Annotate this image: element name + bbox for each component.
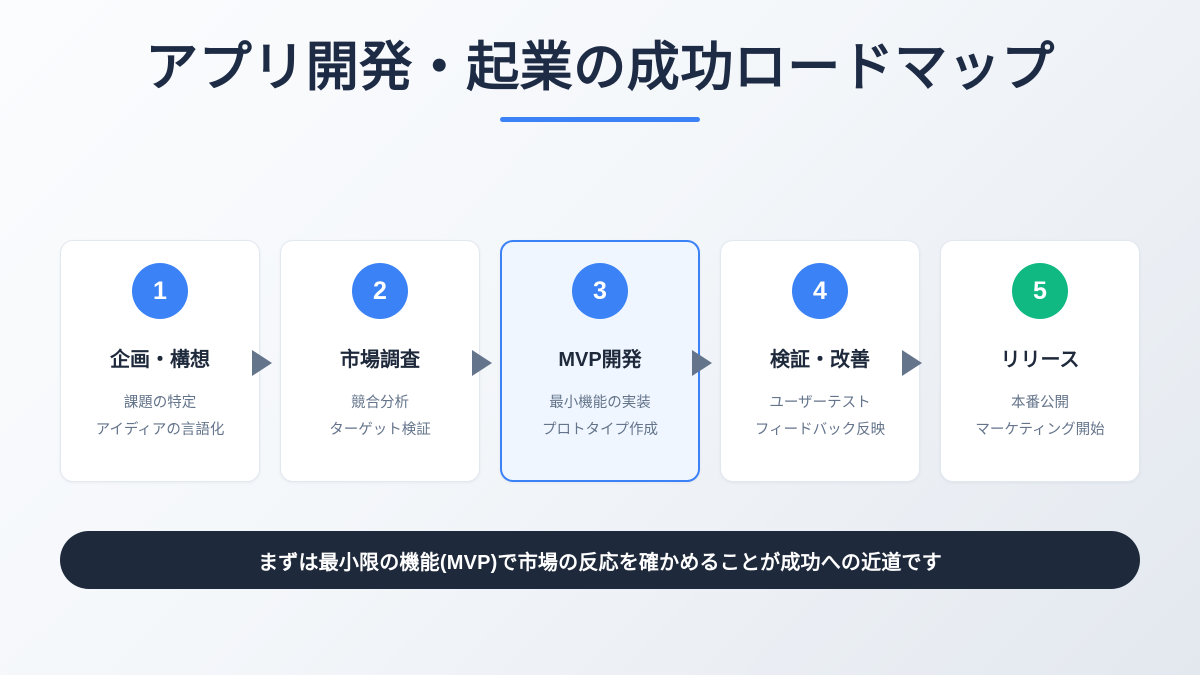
step-number-badge-3: 3 [572,263,628,319]
step-title-4: 検証・改善 [770,349,870,371]
triangle-right-icon [472,350,492,376]
step-detail-line: アイディアの言語化 [95,422,225,438]
step-detail-line: 課題の特定 [123,395,197,411]
step-detail-line: 本番公開 [1011,395,1069,411]
step-title-1: 企画・構想 [110,349,210,371]
step-detail-line: フィードバック反映 [754,422,886,438]
step-number-badge-2: 2 [352,263,408,319]
step-details-5: 本番公開 マーケティング開始 [975,390,1104,444]
step-number-badge-1: 1 [132,263,188,319]
step-detail-line: マーケティング開始 [975,422,1105,438]
step-detail-line: プロトタイプ作成 [542,422,658,438]
footer-message: まずは最小限の機能(MVP)で市場の反応を確かめることが成功への近道です [258,551,942,574]
step-title-2: 市場調査 [340,349,420,371]
title-underline-accent [500,117,700,123]
step-details-3: 最小機能の実装 プロトタイプ作成 [542,390,658,444]
step-card-5[interactable]: 5 リリース 本番公開 マーケティング開始 [940,240,1140,482]
step-title-3: MVP開発 [558,349,642,371]
step-details-2: 競合分析 ターゲット検証 [329,390,431,444]
triangle-right-icon [692,350,712,376]
footer-banner: まずは最小限の機能(MVP)で市場の反応を確かめることが成功への近道です [60,531,1140,589]
triangle-right-icon [902,350,922,376]
step-detail-line: 競合分析 [351,395,409,411]
step-card-1[interactable]: 1 企画・構想 課題の特定 アイディアの言語化 [60,240,260,482]
step-title-5: リリース [1000,349,1080,371]
title-block: アプリ開発・起業の成功ロードマップ [0,38,1200,123]
step-details-4: ユーザーテスト フィードバック反映 [755,390,885,444]
roadmap-steps-row: 1 企画・構想 課題の特定 アイディアの言語化 2 市場調査 競合分析 ターゲッ… [60,240,1140,482]
step-card-2[interactable]: 2 市場調査 競合分析 ターゲット検証 [280,240,480,482]
step-details-1: 課題の特定 アイディアの言語化 [96,390,225,444]
step-card-3[interactable]: 3 MVP開発 最小機能の実装 プロトタイプ作成 [500,240,700,482]
step-card-4[interactable]: 4 検証・改善 ユーザーテスト フィードバック反映 [720,240,920,482]
triangle-right-icon [252,350,272,376]
step-detail-line: ユーザーテスト [769,395,871,411]
step-number-badge-4: 4 [792,263,848,319]
step-number-badge-5: 5 [1012,263,1068,319]
step-detail-line: ターゲット検証 [329,422,431,438]
step-detail-line: 最小機能の実装 [549,395,651,411]
page-title: アプリ開発・起業の成功ロードマップ [145,38,1055,97]
